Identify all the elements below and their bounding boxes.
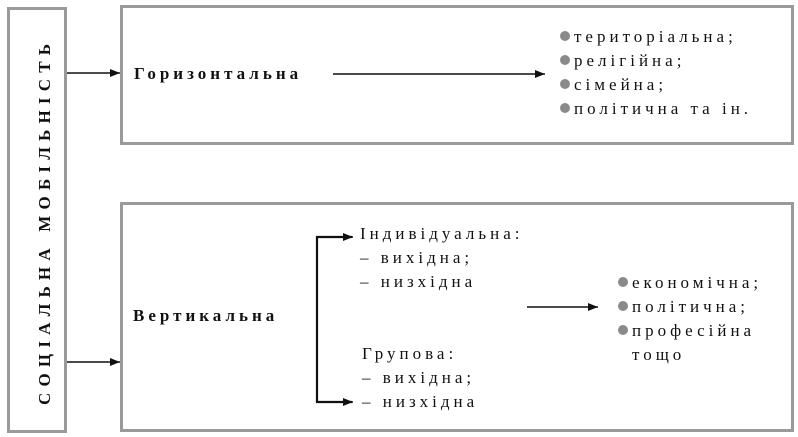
bullet-dot-icon (618, 301, 628, 311)
vertical-box (120, 202, 794, 432)
horizontal-title: Горизонтальна (134, 64, 303, 83)
horizontal-item: політична та ін. (560, 100, 752, 117)
horizontal-box (120, 5, 794, 145)
vertical-item: тощо (632, 345, 686, 364)
individual-title: Індивідуальна: (360, 224, 524, 243)
horizontal-item: релігійна; (560, 52, 685, 69)
bullet-dot-icon (618, 277, 628, 287)
group-item: – вихідна; (362, 368, 476, 387)
horizontal-item: територіальна; (560, 28, 737, 45)
vertical-item: професійна (618, 322, 755, 339)
bullet-dot-icon (560, 55, 570, 65)
group-item: – низхідна (362, 392, 479, 411)
individual-item: – низхідна (360, 272, 477, 291)
group-title: Групова: (362, 344, 458, 363)
vertical-item: політична; (618, 298, 749, 315)
bullet-dot-icon (560, 31, 570, 41)
social-mobility-box (7, 7, 67, 433)
bracket-line (315, 235, 352, 404)
vertical-item: економічна; (618, 274, 762, 291)
individual-item: – вихідна; (360, 248, 474, 267)
bullet-dot-icon (560, 79, 570, 89)
bullet-dot-icon (618, 325, 628, 335)
bullet-dot-icon (560, 103, 570, 113)
horizontal-item: сімейна; (560, 76, 667, 93)
vertical-title: Вертикальна (133, 306, 279, 325)
